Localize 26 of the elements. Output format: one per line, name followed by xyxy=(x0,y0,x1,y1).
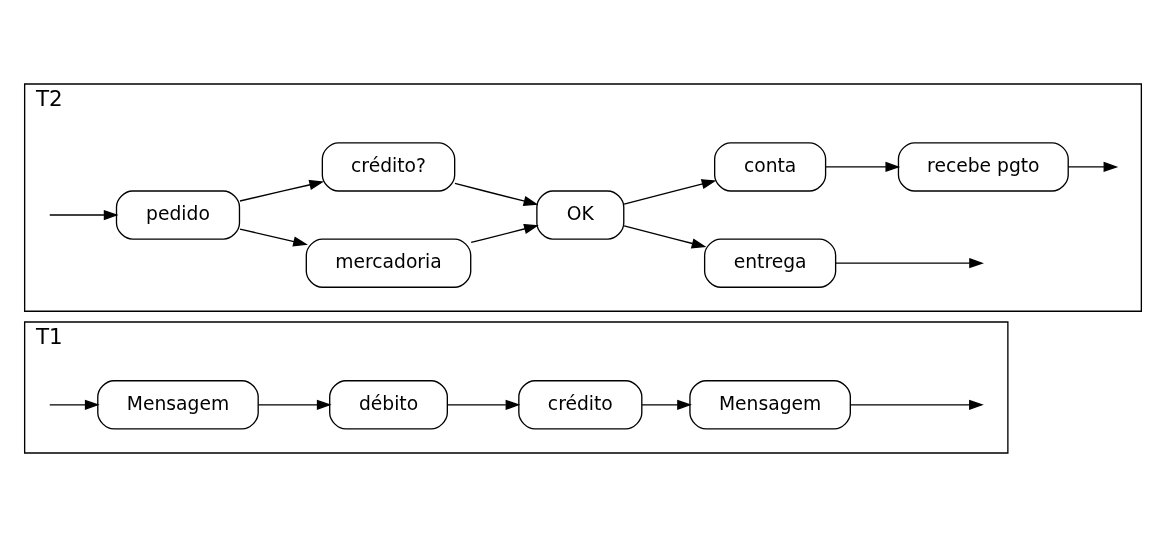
arrow xyxy=(239,179,325,202)
arrow xyxy=(470,223,539,244)
arrow xyxy=(454,182,539,207)
arrow xyxy=(49,209,119,221)
arrow xyxy=(257,399,332,410)
arrow xyxy=(1067,161,1119,173)
node-box: conta xyxy=(714,142,827,192)
arrow xyxy=(446,399,521,410)
node-box: mercadoria xyxy=(305,238,472,288)
arrow xyxy=(49,399,100,410)
arrow xyxy=(835,258,984,269)
node-box: crédito? xyxy=(321,142,456,192)
arrow xyxy=(623,179,717,205)
node-box: Mensagem xyxy=(689,380,851,430)
node-box: OK xyxy=(536,190,625,240)
node-box: recebe pgto xyxy=(897,142,1069,192)
arrow xyxy=(825,161,901,173)
node-box: débito xyxy=(329,380,448,430)
arrow xyxy=(623,225,707,249)
node-box: entrega xyxy=(703,238,837,288)
node-box: pedido xyxy=(115,190,241,240)
arrow xyxy=(849,399,984,410)
arrow xyxy=(641,399,692,410)
arrow xyxy=(239,228,308,247)
node-box: crédito xyxy=(518,380,643,430)
node-box: Mensagem xyxy=(97,380,259,430)
